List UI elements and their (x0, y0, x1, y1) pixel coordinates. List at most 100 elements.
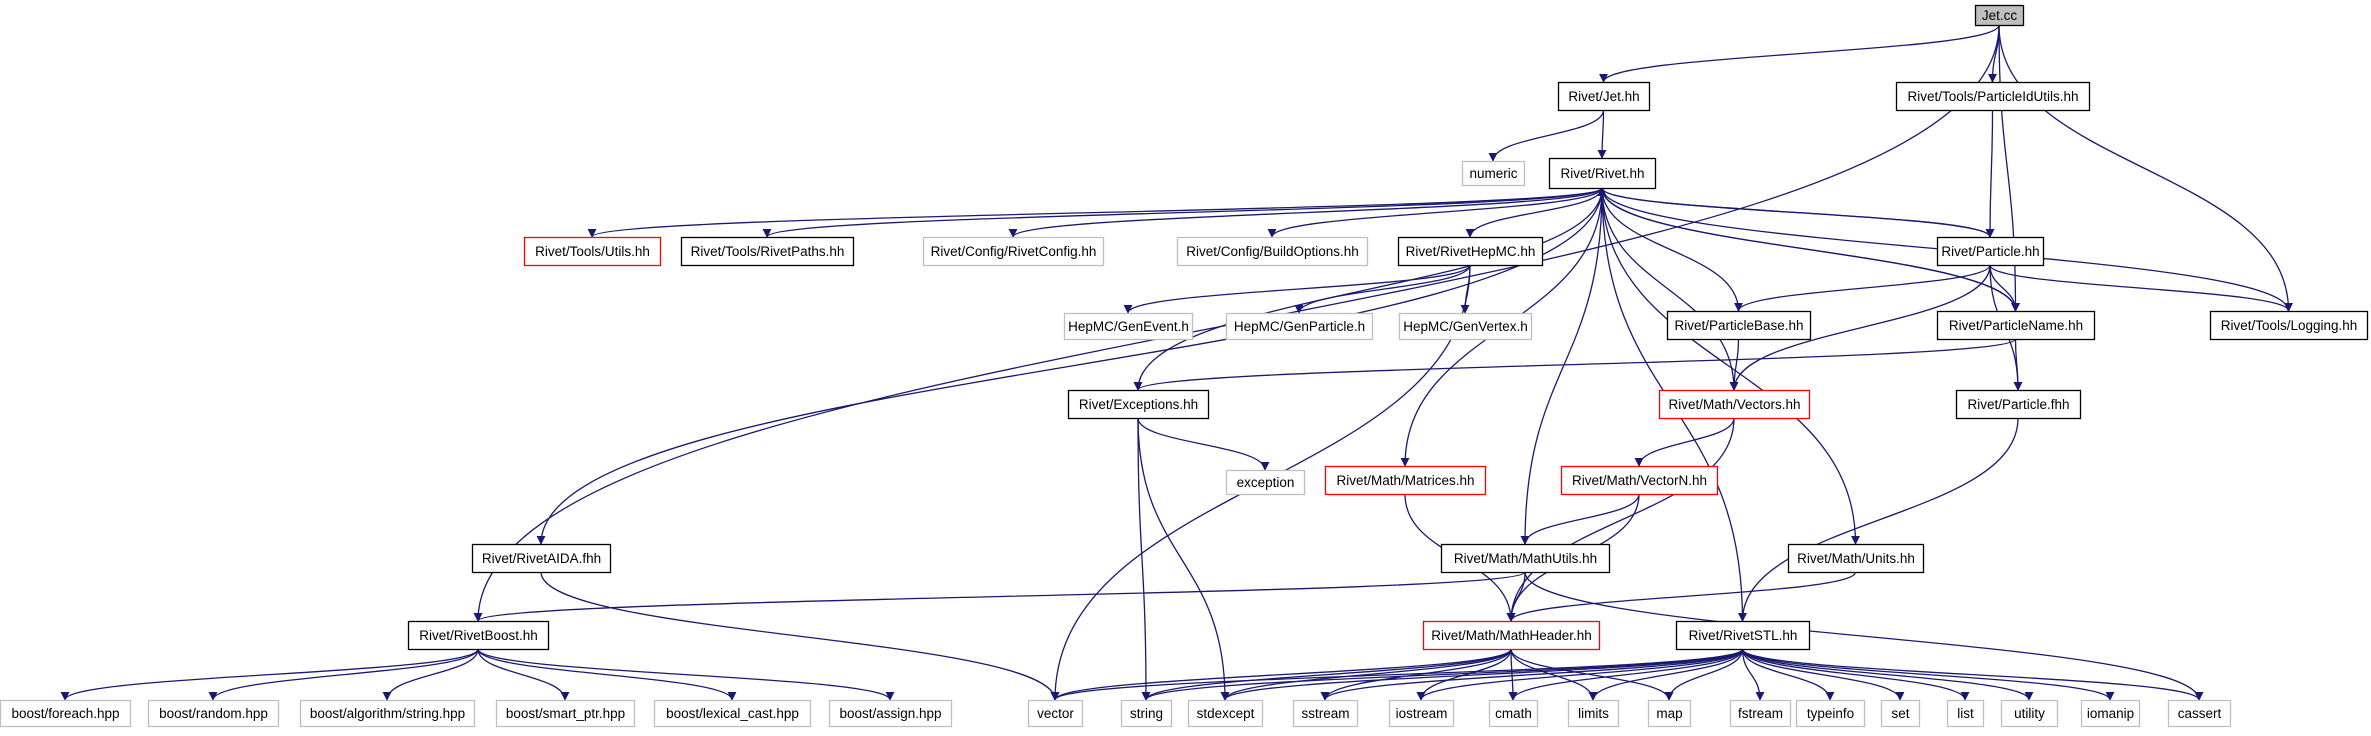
edge-rivetboost-to-boost_lexical (477, 648, 737, 701)
node-label-rivetstl: Rivet/RivetSTL.hh (1689, 628, 1798, 643)
node-logging[interactable]: Rivet/Tools/Logging.hh (2209, 310, 2369, 341)
node-matrices[interactable]: Rivet/Math/Matrices.hh (1324, 465, 1487, 496)
edge-rivetboost-to-boost_smart (477, 648, 570, 701)
node-box-numeric (1461, 160, 1526, 187)
node-box-genevent (1063, 312, 1194, 341)
node-rivethepmc[interactable]: Rivet/RivetHepMC.hh (1397, 236, 1544, 267)
edge-particle_hh-to-vectors (1729, 264, 1991, 391)
node-mathheader[interactable]: Rivet/Math/MathHeader.hh (1422, 620, 1601, 651)
node-label-exception: exception (1237, 475, 1295, 490)
node-box-jet_cc (1974, 4, 2025, 27)
edge-mathutils-to-rivetboost (473, 571, 1526, 622)
node-box-fstream (1729, 699, 1792, 728)
node-box-cassert (2167, 699, 2232, 728)
node-box-boost_smart (495, 699, 636, 728)
node-box-units (1787, 543, 1925, 574)
node-rivetaida[interactable]: Rivet/RivetAIDA.fhh (471, 543, 612, 574)
node-label-cmath: cmath (1495, 706, 1532, 721)
node-label-vectorn: Rivet/Math/VectorN.hh (1572, 473, 1707, 488)
edge-rivet_hh-to-exceptions (1133, 187, 1603, 391)
node-box-boost_algo (299, 699, 476, 728)
node-boost_random: boost/random.hpp (147, 699, 280, 728)
node-exceptions[interactable]: Rivet/Exceptions.hh (1067, 389, 1210, 420)
node-label-exceptions: Rivet/Exceptions.hh (1079, 397, 1198, 412)
node-box-sstream (1292, 699, 1359, 728)
node-mathutils[interactable]: Rivet/Math/MathUtils.hh (1440, 543, 1611, 574)
node-utility: utility (2000, 699, 2059, 728)
edge-rivetstl-to-cmath (1508, 648, 1744, 701)
node-box-exception (1225, 469, 1306, 496)
edge-rivetstl-to-set (1741, 648, 1905, 701)
node-label-list: list (1957, 706, 1974, 721)
edge-jet_cc-to-jet_hh (1599, 24, 2000, 83)
edge-rivetboost-to-boost_algo (382, 648, 479, 701)
edge-rivetstl-to-cassert (1741, 648, 2204, 701)
node-box-stdexcept (1187, 699, 1264, 728)
node-box-rivet_hh (1548, 157, 1657, 190)
node-boost_smart: boost/smart_ptr.hpp (495, 699, 636, 728)
node-label-iostream: iostream (1396, 706, 1448, 721)
node-vectors[interactable]: Rivet/Math/Vectors.hh (1658, 389, 1811, 420)
node-genparticle: HepMC/GenParticle.h (1225, 312, 1374, 341)
node-label-boost_algo: boost/algorithm/string.hpp (310, 706, 465, 721)
node-label-fstream: fstream (1738, 706, 1783, 721)
node-label-rivetconfig: Rivet/Config/RivetConfig.hh (931, 244, 1097, 259)
node-units[interactable]: Rivet/Math/Units.hh (1787, 543, 1925, 574)
edges-layer (60, 24, 2293, 701)
node-box-pidutils (1895, 81, 2091, 112)
node-label-vectors: Rivet/Math/Vectors.hh (1668, 397, 1800, 412)
node-jet_cc[interactable]: Jet.cc (1974, 4, 2025, 27)
edge-particlename-to-rivet_hh (1597, 187, 2017, 312)
node-stdexcept: stdexcept (1187, 699, 1264, 728)
node-label-cassert: cassert (2178, 706, 2222, 721)
node-box-buildoptions (1176, 236, 1369, 267)
node-box-boost_assign (828, 699, 953, 728)
node-rivetpaths[interactable]: Rivet/Tools/RivetPaths.hh (680, 236, 855, 267)
node-label-genevent: HepMC/GenEvent.h (1068, 319, 1189, 334)
node-box-particlebase (1666, 310, 1812, 341)
node-label-units: Rivet/Math/Units.hh (1797, 551, 1915, 566)
node-boost_assign: boost/assign.hpp (828, 699, 953, 728)
node-box-typeinfo (1795, 699, 1866, 728)
node-jet_hh[interactable]: Rivet/Jet.hh (1557, 81, 1651, 112)
node-box-mathheader (1422, 620, 1601, 651)
node-list: list (1946, 699, 1985, 728)
node-particlename[interactable]: Rivet/ParticleName.hh (1936, 310, 2096, 341)
node-label-set: set (1891, 706, 1909, 721)
node-box-string (1120, 699, 1173, 728)
node-box-limits (1567, 699, 1620, 728)
node-label-buildoptions: Rivet/Config/BuildOptions.hh (1186, 244, 1359, 259)
node-label-logging: Rivet/Tools/Logging.hh (2221, 318, 2358, 333)
node-label-rivetaida: Rivet/RivetAIDA.fhh (482, 551, 601, 566)
node-rivetstl[interactable]: Rivet/RivetSTL.hh (1675, 620, 1811, 651)
node-label-boost_lexical: boost/lexical_cast.hpp (666, 706, 799, 721)
node-label-string: string (1130, 706, 1163, 721)
node-box-boost_foreach (0, 699, 132, 728)
node-vectorn[interactable]: Rivet/Math/VectorN.hh (1560, 465, 1719, 496)
node-label-pidutils: Rivet/Tools/ParticleIdUtils.hh (1907, 89, 2078, 104)
node-box-map (1647, 699, 1692, 728)
node-rivet_hh[interactable]: Rivet/Rivet.hh (1548, 157, 1657, 190)
edge-units-to-mathheader (1506, 571, 1857, 622)
node-box-mathutils (1440, 543, 1611, 574)
edge-jet_hh-to-rivet_hh (1597, 109, 1607, 159)
node-box-rivetpaths (680, 236, 855, 267)
node-label-jet_hh: Rivet/Jet.hh (1568, 89, 1639, 104)
edge-rivetstl-to-limits (1588, 648, 1744, 701)
node-particle_hh[interactable]: Rivet/Particle.hh (1936, 236, 2045, 267)
node-box-particlename (1936, 310, 2096, 341)
node-tools_utils[interactable]: Rivet/Tools/Utils.hh (523, 236, 662, 267)
node-particlebase[interactable]: Rivet/ParticleBase.hh (1666, 310, 1812, 341)
node-particle_fhh[interactable]: Rivet/Particle.fhh (1955, 389, 2082, 420)
edge-rivetboost-to-boost_random (208, 648, 479, 701)
node-pidutils[interactable]: Rivet/Tools/ParticleIdUtils.hh (1895, 81, 2091, 112)
node-box-tools_utils (523, 236, 662, 267)
edge-jet_hh-to-numeric (1488, 109, 1605, 162)
edge-exceptions-to-stdexcept (1137, 417, 1230, 701)
node-box-jet_hh (1557, 81, 1651, 112)
node-rivetboost[interactable]: Rivet/RivetBoost.hh (407, 620, 550, 651)
edge-rivet_hh-to-tools_utils (587, 187, 1603, 238)
edge-mathutils-to-cassert (1524, 571, 2204, 701)
